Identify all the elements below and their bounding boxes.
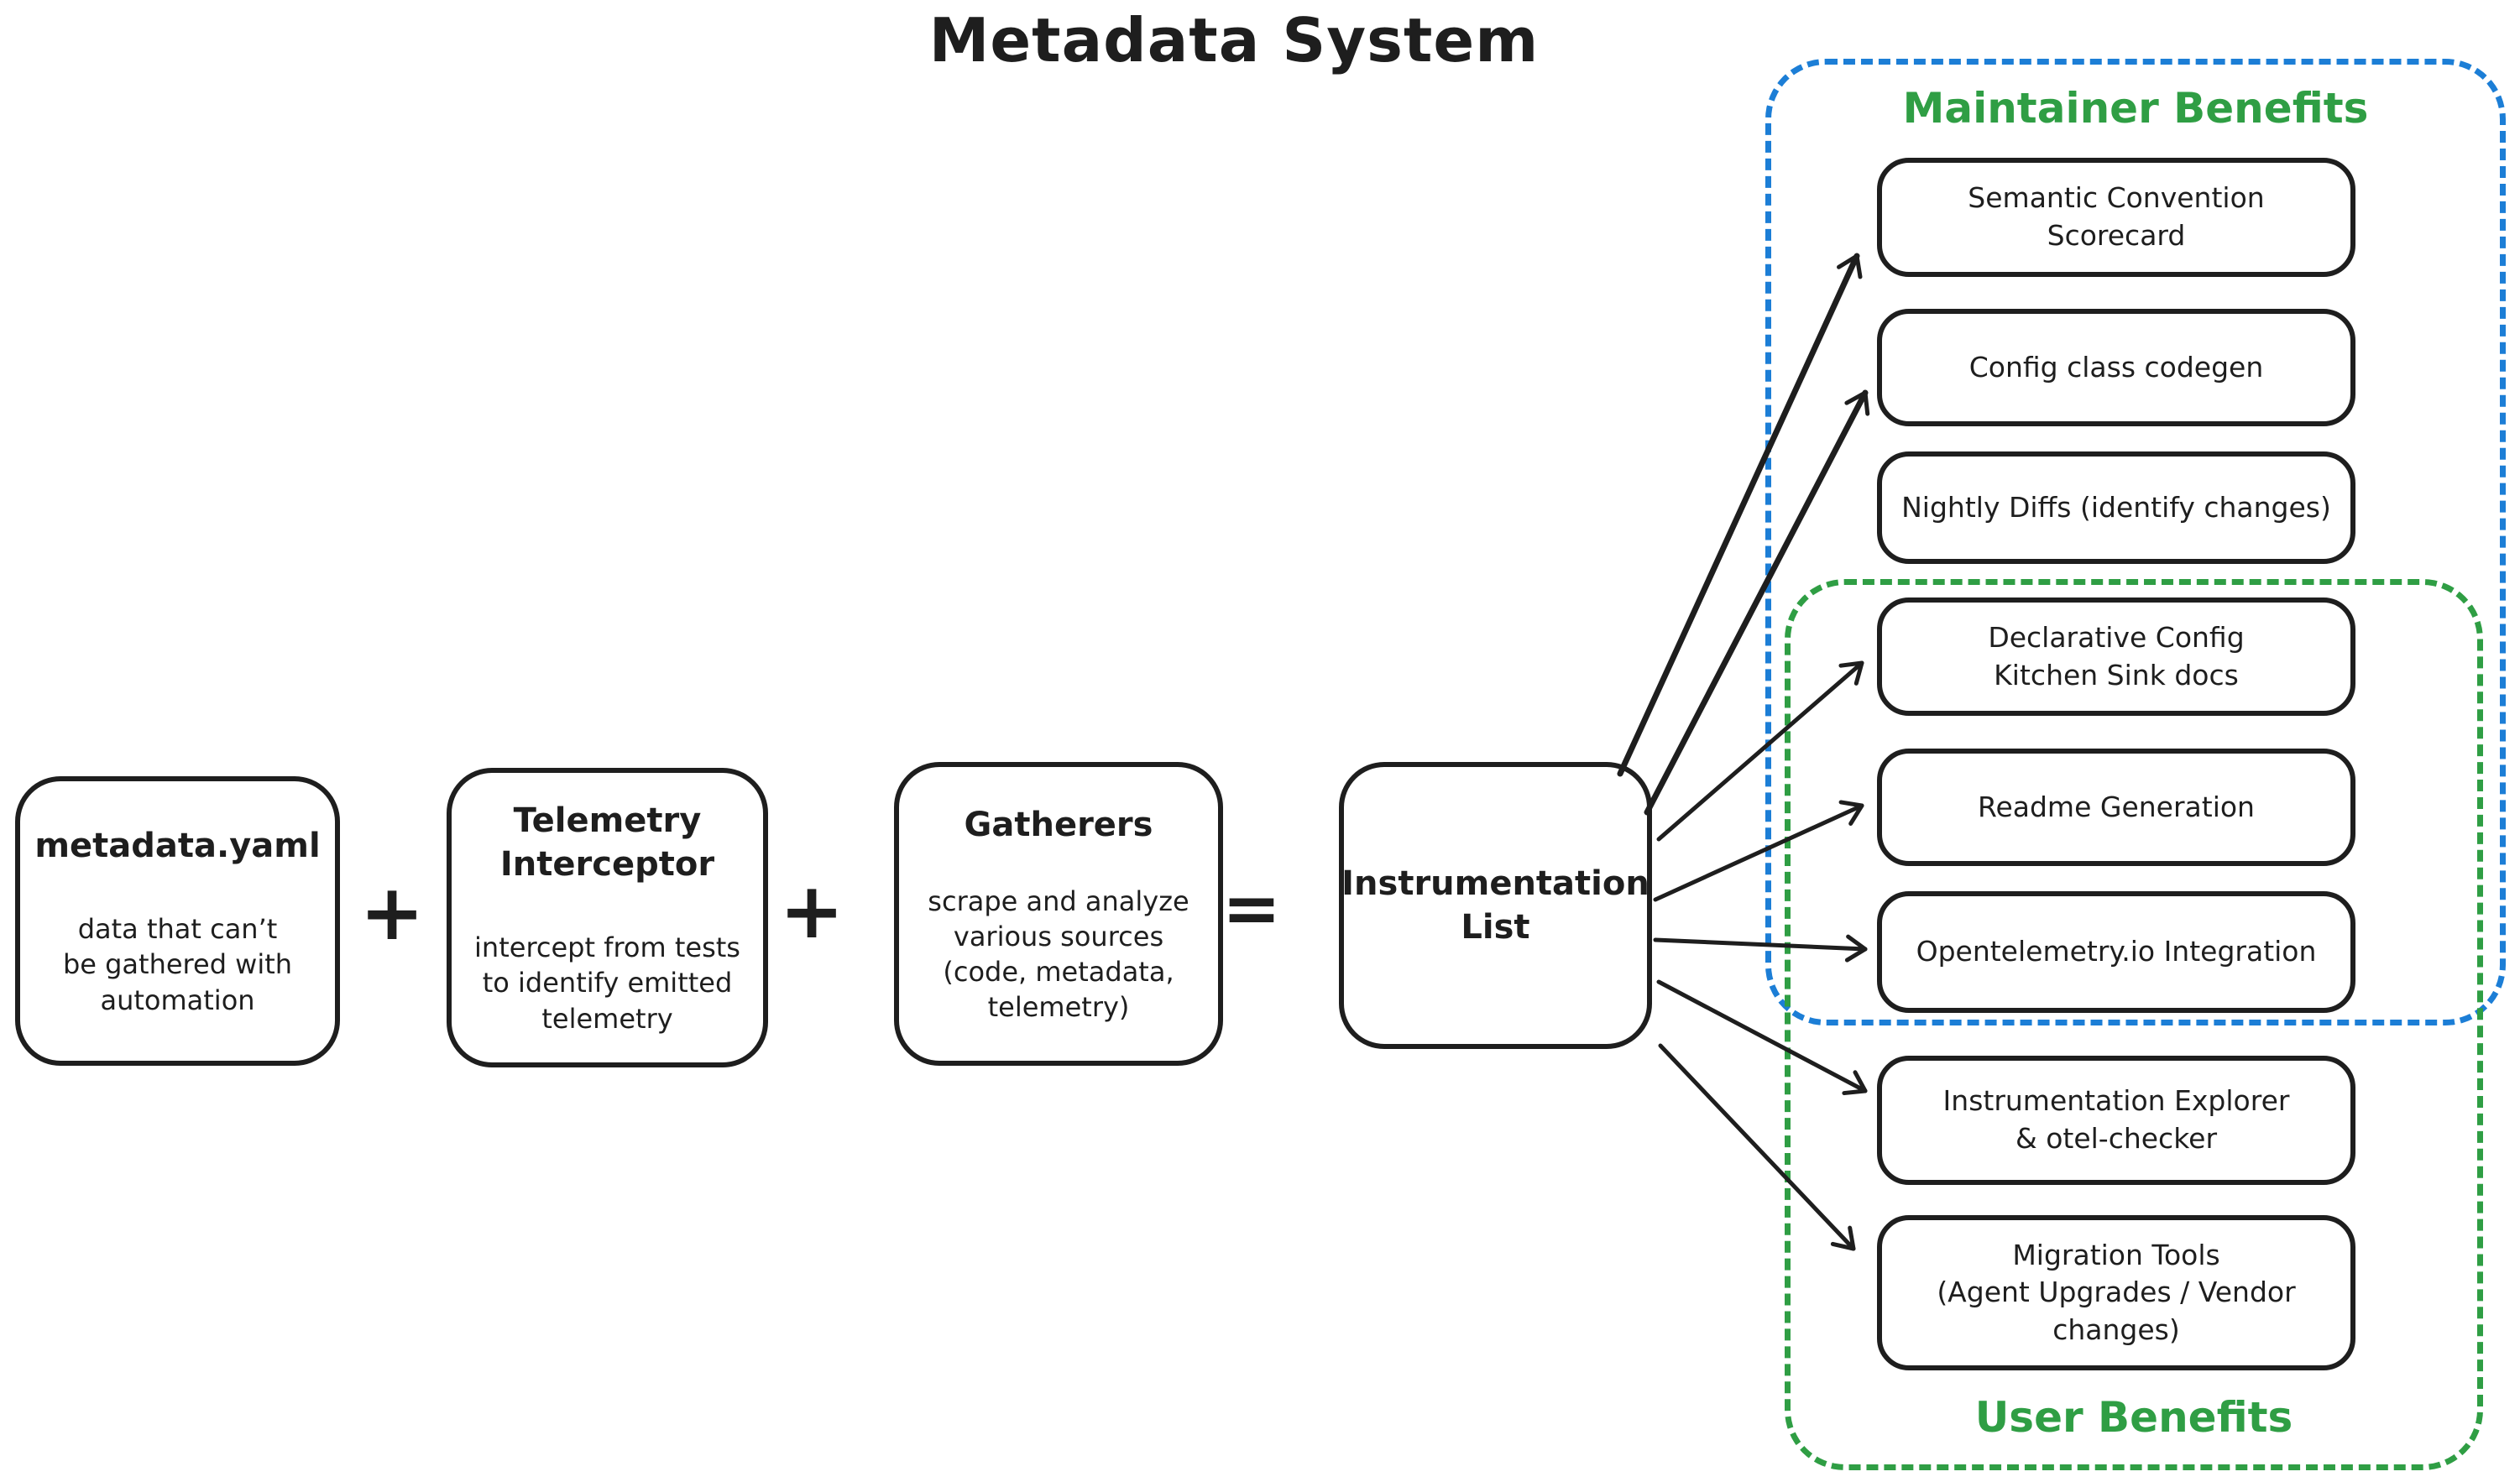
metadata-yaml-title: metadata.yaml [34, 827, 321, 866]
instrumentation-list-title: Instrumentation List [1341, 864, 1650, 947]
plus-operator-1: + [359, 868, 425, 958]
telemetry-interceptor-description: intercept from tests to identify emitted… [474, 931, 740, 1035]
benefit-box-declarative-config-kitchen-sink-docs: Declarative Config Kitchen Sink docs [1877, 597, 2355, 716]
maintainer-benefits-label: Maintainer Benefits [1902, 84, 2369, 133]
telemetry-interceptor-title: Telemetry Interceptor [499, 801, 715, 885]
gatherers-description: scrape and analyze various sources (code… [928, 885, 1189, 1024]
metadata-yaml-description: data that can’t be gathered with automat… [62, 913, 293, 1016]
benefit-box-readme-generation: Readme Generation [1877, 749, 2355, 866]
instrumentation-list-box: Instrumentation List [1339, 762, 1652, 1049]
equals-operator: = [1221, 867, 1282, 949]
benefit-box-opentelemetry-io-integration: Opentelemetry.io Integration [1877, 891, 2355, 1013]
benefit-box-config-class-codegen: Config class codegen [1877, 309, 2355, 426]
user-benefits-label: User Benefits [1974, 1393, 2293, 1442]
telemetry-interceptor-box: Telemetry Interceptor intercept from tes… [447, 768, 768, 1067]
benefit-box-instrumentation-explorer-otel-checker: Instrumentation Explorer & otel-checker [1877, 1056, 2355, 1185]
gatherers-title: Gatherers [964, 805, 1153, 844]
metadata-yaml-box: metadata.yaml data that can’t be gathere… [15, 776, 340, 1066]
benefit-box-migration-tools: Migration Tools (Agent Upgrades / Vendor… [1877, 1215, 2355, 1370]
gatherers-box: Gatherers scrape and analyze various sou… [894, 762, 1223, 1066]
benefit-box-semantic-convention-scorecard: Semantic Convention Scorecard [1877, 158, 2355, 277]
page-title: Metadata System [928, 5, 1540, 76]
benefit-box-nightly-diffs: Nightly Diffs (identify changes) [1877, 451, 2355, 564]
plus-operator-2: + [779, 866, 844, 956]
